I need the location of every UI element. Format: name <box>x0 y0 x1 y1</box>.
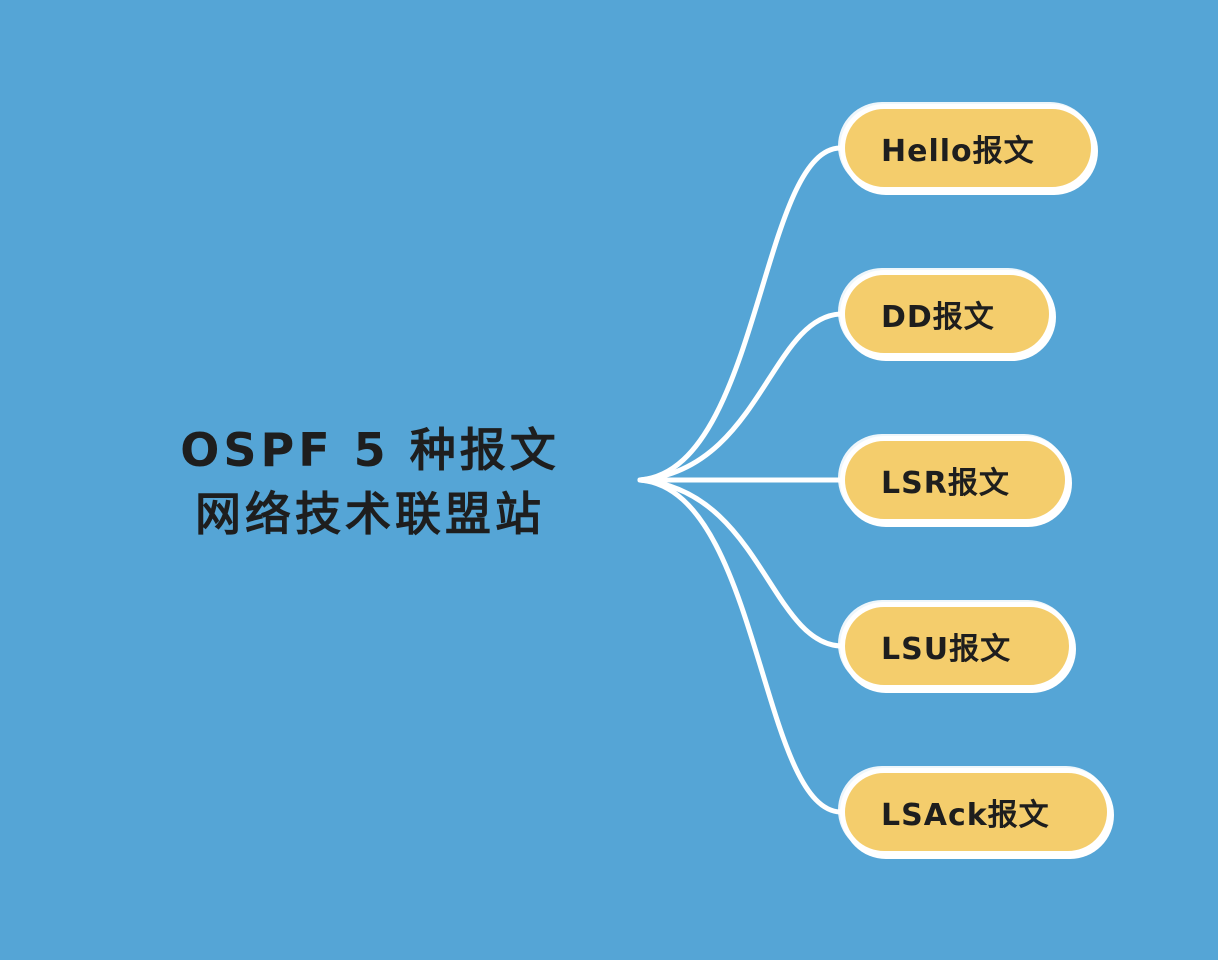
connector-dd <box>637 311 843 483</box>
node-lsr-label: LSR报文 <box>881 466 1010 501</box>
central-topic-line1: OSPF 5 种报文 <box>180 423 560 477</box>
node-lsu[interactable]: LSU报文 <box>840 602 1074 690</box>
central-topic: OSPF 5 种报文 网络技术联盟站 <box>140 418 600 546</box>
node-dd[interactable]: DD报文 <box>840 270 1054 358</box>
connector-hello <box>637 145 843 483</box>
central-topic-line2: 网络技术联盟站 <box>195 487 545 541</box>
connector-lsack <box>637 477 843 815</box>
connector-lsu <box>637 477 843 649</box>
node-lsack-label: LSAck报文 <box>881 798 1050 833</box>
node-hello-label: Hello报文 <box>881 134 1035 169</box>
node-lsr[interactable]: LSR报文 <box>840 436 1070 524</box>
node-lsack[interactable]: LSAck报文 <box>840 768 1112 856</box>
node-dd-label: DD报文 <box>881 300 995 335</box>
node-hello[interactable]: Hello报文 <box>840 104 1096 192</box>
node-lsu-label: LSU报文 <box>881 632 1012 667</box>
